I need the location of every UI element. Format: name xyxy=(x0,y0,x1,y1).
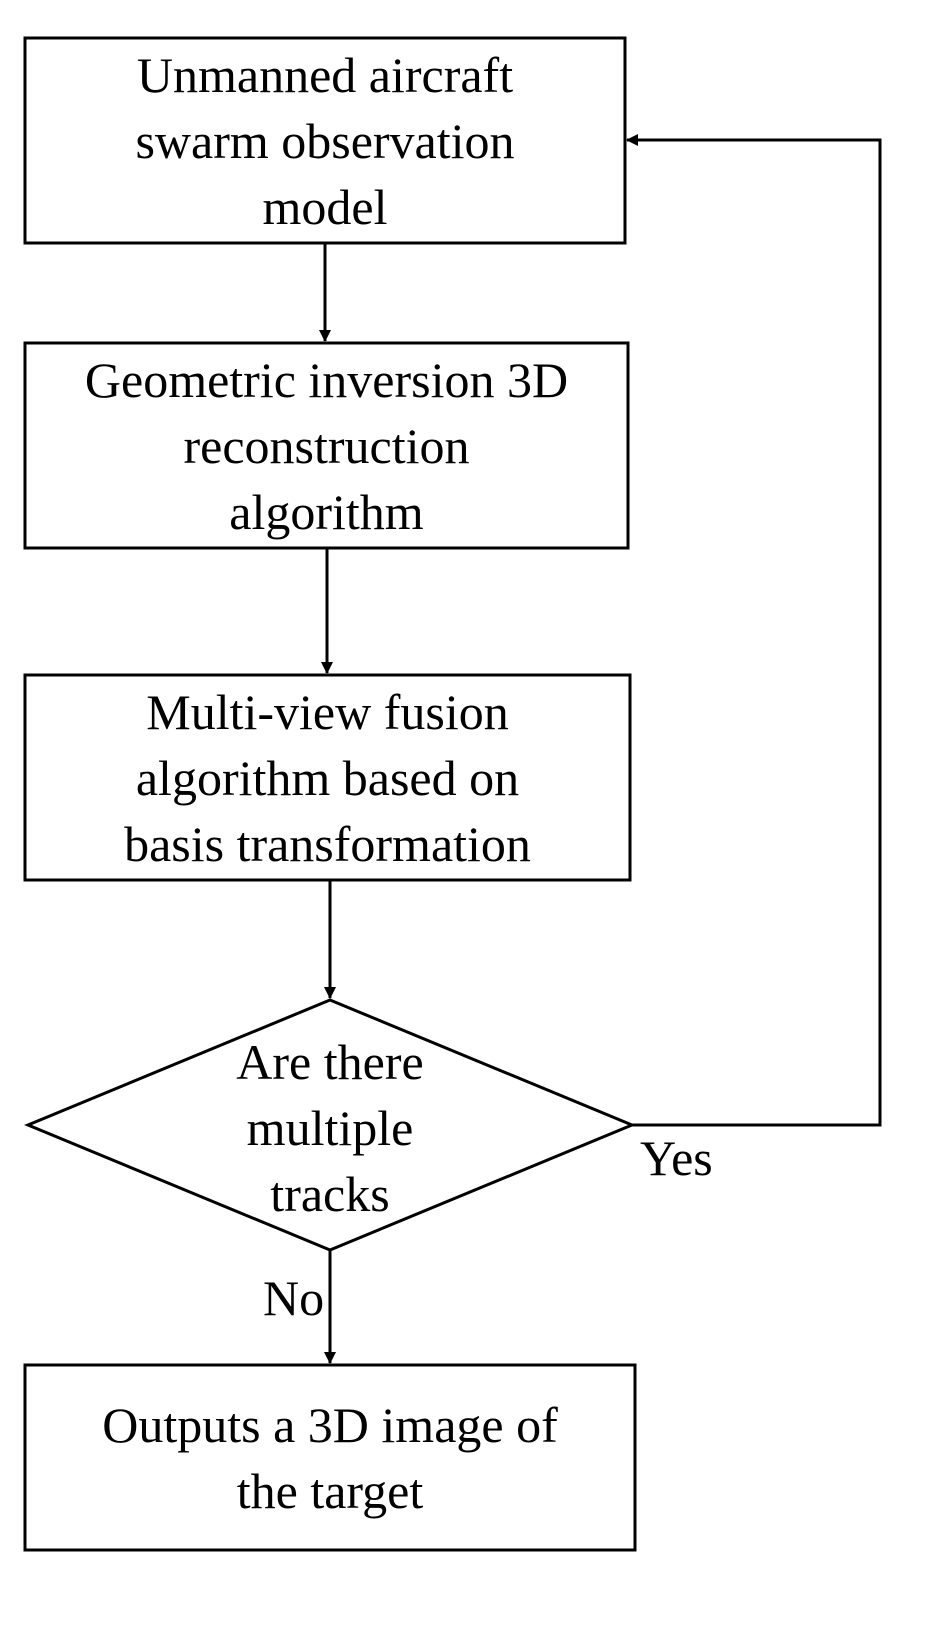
node-line: the target xyxy=(236,1462,424,1519)
node-line: Unmanned aircraft xyxy=(136,46,514,103)
node-output-label: Outputs a 3D image of the target xyxy=(25,1365,635,1550)
node-decision-label: Are there multiple tracks xyxy=(130,1030,530,1225)
node-output-box xyxy=(23,1363,637,1552)
node-line: Outputs a 3D image of xyxy=(102,1396,558,1453)
node-reconstruction-label: Geometric inversion 3D reconstruction al… xyxy=(25,343,628,548)
node-line: Geometric inversion 3D xyxy=(84,351,569,408)
node-line: reconstruction xyxy=(183,417,470,474)
node-fusion-label: Multi-view fusion algorithm based on bas… xyxy=(25,675,630,880)
node-line: basis transformation xyxy=(124,815,531,872)
node-line: multiple xyxy=(246,1099,414,1156)
edge-label-yes: Yes xyxy=(640,1130,713,1186)
node-line: Are there xyxy=(236,1033,424,1090)
node-observation-model-label: Unmanned aircraft swarm observation mode… xyxy=(25,38,625,243)
node-line: swarm observation xyxy=(135,112,515,169)
node-line: algorithm based on xyxy=(135,749,520,806)
node-fusion-box xyxy=(23,673,632,882)
node-line: model xyxy=(262,178,388,235)
edge-decision-yes-loop xyxy=(626,134,882,1127)
node-line: algorithm xyxy=(229,483,424,540)
node-line: tracks xyxy=(270,1165,390,1222)
node-line: Multi-view fusion xyxy=(146,683,509,740)
edge-label-no: No xyxy=(263,1270,325,1326)
